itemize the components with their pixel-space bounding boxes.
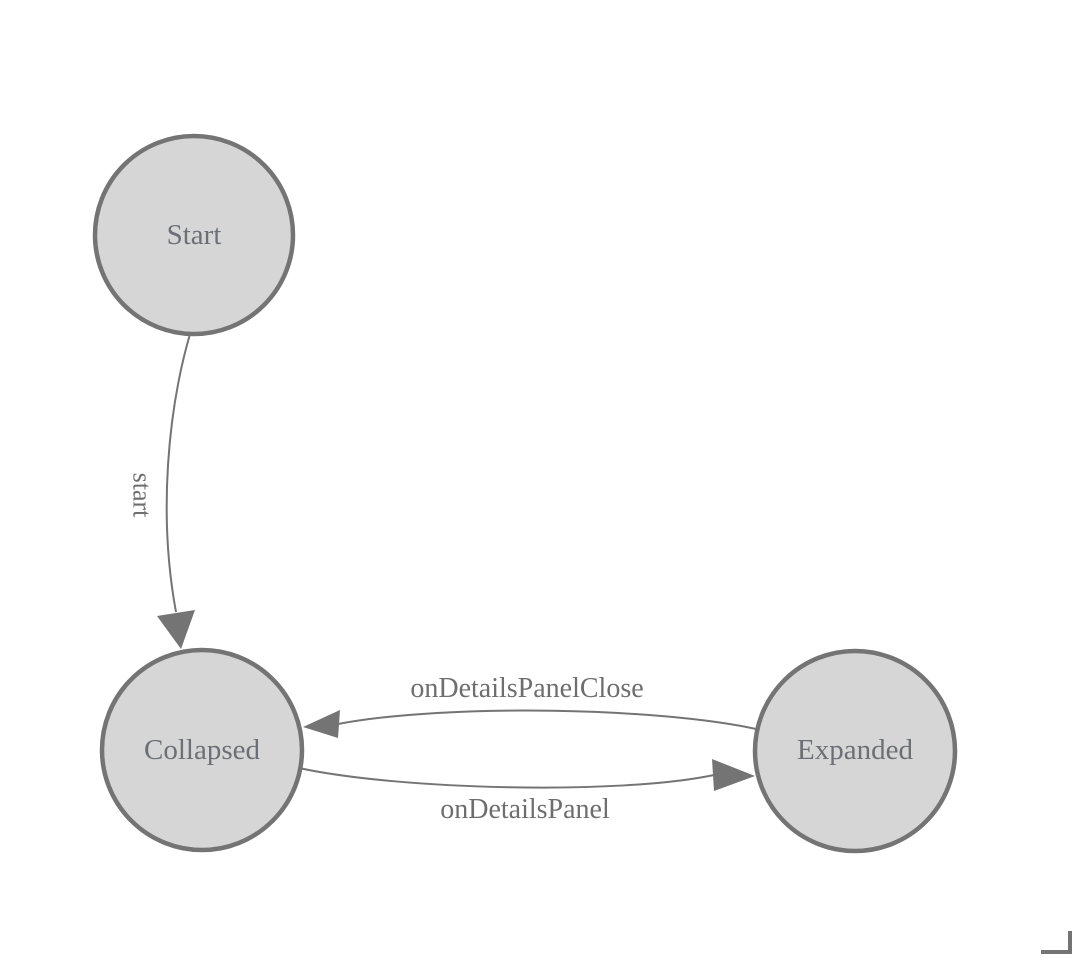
edge-expanded-to-collapsed-path <box>337 709 757 730</box>
edge-collapsed-to-expanded-path <box>298 767 715 789</box>
state-node-start: Start <box>92 133 296 337</box>
edge-label-ondetailspanelclose: onDetailsPanelClose <box>410 673 643 704</box>
edge-collapsed-to-expanded: onDetailsPanel <box>298 759 755 825</box>
state-node-collapsed: Collapsed <box>99 647 305 853</box>
state-node-start-label: Start <box>167 219 222 251</box>
state-node-expanded-circle <box>752 648 958 854</box>
arrowhead-into-collapsed-top <box>157 610 195 649</box>
resize-corner-vertical-bar <box>1068 931 1072 954</box>
resize-corner-horizontal-bar <box>1041 950 1072 954</box>
state-node-start-circle <box>92 133 296 337</box>
edge-label-ondetailspanel: onDetailsPanel <box>440 794 610 825</box>
state-node-expanded-label: Expanded <box>797 734 913 766</box>
arrowhead-into-expanded <box>712 759 755 791</box>
edge-expanded-to-collapsed: onDetailsPanelClose <box>303 673 757 738</box>
state-node-collapsed-circle <box>99 647 305 853</box>
state-node-expanded: Expanded <box>752 648 958 854</box>
edge-start-to-collapsed: start <box>128 333 195 649</box>
arrowhead-into-collapsed-right <box>303 710 340 738</box>
state-node-collapsed-label: Collapsed <box>144 734 260 766</box>
edge-label-start: start <box>128 473 157 519</box>
edge-start-to-collapsed-path <box>165 333 191 613</box>
resize-corner[interactable] <box>1041 931 1072 954</box>
